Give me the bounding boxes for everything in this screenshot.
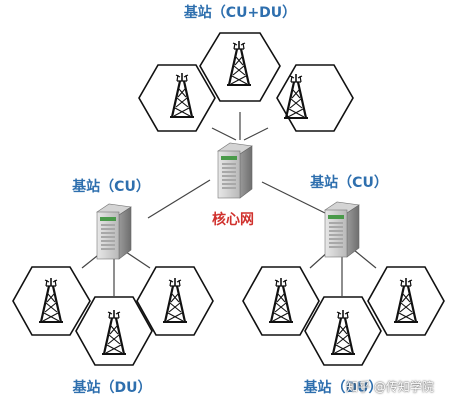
link-lines — [81, 112, 377, 296]
link-core-top-right — [243, 127, 269, 141]
top-station-label: 基站（CU+DU） — [183, 5, 297, 21]
right-du-label: 基站（DU） — [303, 380, 383, 396]
right-du-cluster — [242, 266, 445, 366]
left-du-label: 基站（DU） — [72, 380, 152, 396]
link-core-top-left — [211, 127, 237, 141]
right-cu-label: 基站（CU） — [310, 175, 388, 191]
cell-hexagon — [276, 64, 354, 132]
link-left-cu-du3 — [125, 251, 151, 269]
cell-hexagon — [242, 266, 320, 336]
cell-hexagon — [136, 266, 214, 336]
cell-hexagon — [199, 32, 281, 102]
server-icon — [217, 142, 253, 199]
link-right-cu-du3 — [353, 249, 377, 269]
left-cu-label: 基站（CU） — [72, 179, 150, 195]
cell-hexagon — [75, 296, 153, 366]
link-core-left-cu — [147, 179, 211, 219]
watermark-text: 知乎 @传知学院 — [346, 380, 434, 394]
link-core-right-cu — [261, 181, 326, 214]
server-icon — [96, 203, 132, 260]
left-du-cluster — [12, 266, 214, 366]
server-icon — [324, 201, 360, 258]
cell-hexagon — [367, 266, 445, 336]
cell-hexagon — [304, 296, 382, 366]
cell-hexagon — [12, 266, 91, 336]
core-network-label: 核心网 — [212, 212, 254, 228]
